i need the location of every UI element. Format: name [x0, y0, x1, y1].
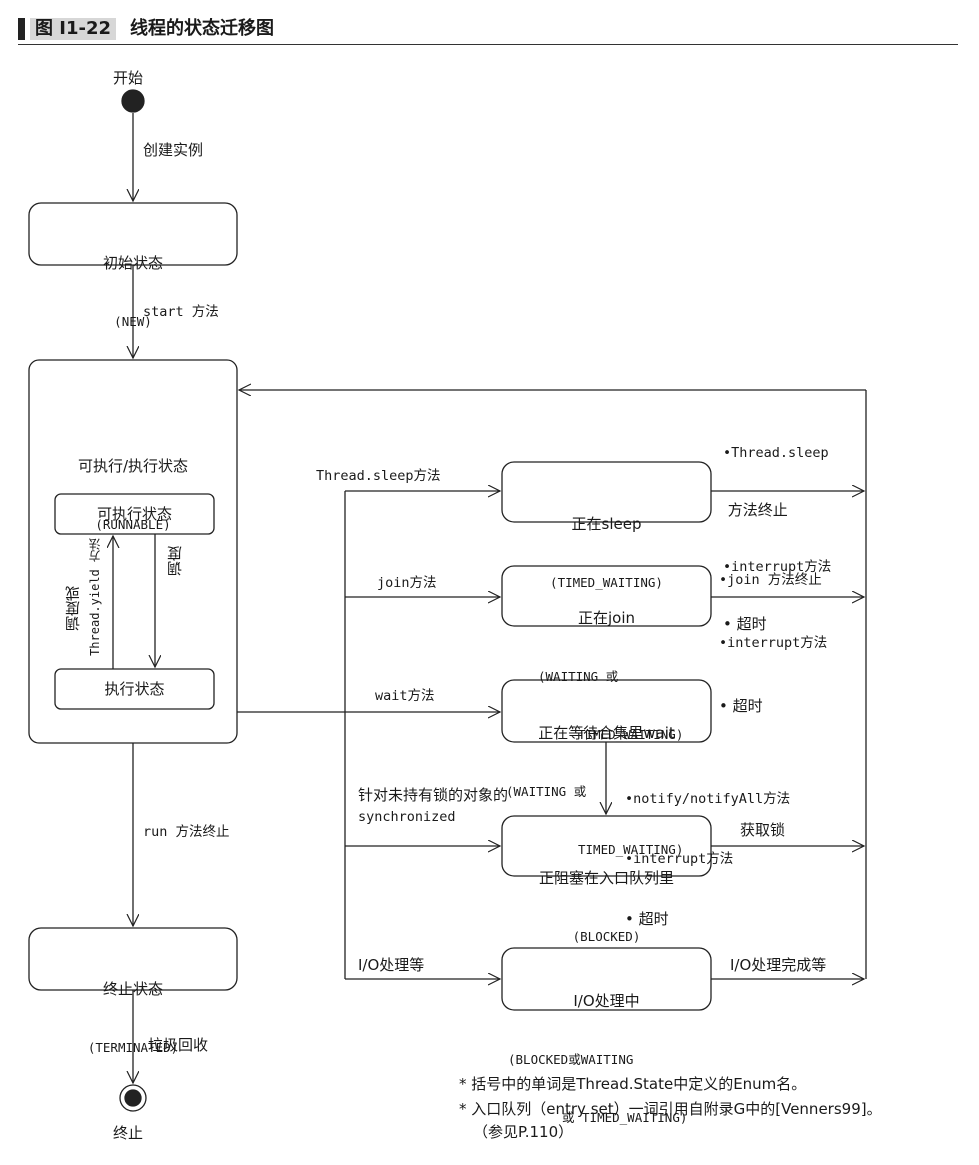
state-sleeping-box — [501, 461, 712, 523]
state-running-box — [54, 668, 215, 710]
state-io-sub2: 或 TIMED_WAITING) — [562, 1110, 688, 1125]
figure-title: 线程的状态迁移图 — [130, 18, 274, 39]
footnote-entry-set: * 入口队列（entry set）一词引用自附录G中的[Venners99]。 — [459, 1100, 882, 1118]
state-new: 初始状态 (NEW) — [29, 213, 237, 351]
state-runnable: 可执行/执行状态 (RUNNABLE) — [29, 416, 237, 554]
label-yield-2: Thread.yield 方法 — [88, 538, 102, 656]
state-joining: 正在join (WAITING 或 TIMED_WAITING) — [502, 568, 711, 764]
state-blocked: 正阻塞在入口队列里 (BLOCKED) — [502, 828, 711, 966]
state-blocked-sub: (BLOCKED) — [572, 929, 641, 944]
label-sync-call-1: 针对未持有锁的对象的 — [358, 786, 509, 804]
sleep-exit-line: • 超时 — [723, 615, 767, 633]
label-start: start 方法 — [143, 304, 219, 320]
wait-exit-line: • 超时 — [625, 910, 669, 928]
state-ready-title: 可执行状态 — [96, 505, 172, 523]
footnote-reference: （参见P.110） — [473, 1123, 574, 1141]
label-join-exit: •join 方法终止 •interrupt方法 • 超时 — [719, 528, 827, 738]
header-bar — [18, 18, 25, 40]
label-run-end: run 方法终止 — [143, 824, 230, 840]
state-terminated-sub: (TERMINATED) — [87, 1040, 179, 1055]
state-waiting-sub1: (WAITING 或 — [506, 784, 587, 799]
label-gc: 垃圾回收 — [148, 1036, 209, 1054]
end-node-dot — [124, 1089, 142, 1107]
sleep-exit-line: •Thread.sleep — [723, 445, 829, 461]
join-exit-line: •join 方法终止 — [719, 572, 822, 588]
end-label: 终止 — [113, 1124, 144, 1142]
state-sleeping-sub: (TIMED_WAITING) — [550, 575, 663, 590]
join-exit-line: •interrupt方法 — [719, 635, 828, 651]
figure-number: 图 I1-22 — [30, 18, 117, 40]
state-blocked-title: 正阻塞在入口队列里 — [538, 869, 674, 887]
join-exit-line: • 超时 — [719, 697, 763, 715]
start-node — [121, 89, 145, 113]
label-io-call: I/O处理等 — [358, 956, 425, 974]
state-joining-box — [501, 565, 712, 627]
state-new-sub: (NEW) — [114, 314, 152, 329]
label-create: 创建实例 — [143, 141, 204, 159]
sleep-exit-line: 方法终止 — [723, 501, 788, 519]
state-joining-sub1: (WAITING 或 — [538, 669, 619, 684]
start-label: 开始 — [113, 69, 144, 87]
label-wait-exit: •notify/notifyAll方法 •interrupt方法 • 超时 — [625, 749, 790, 949]
state-joining-sub2: TIMED_WAITING) — [578, 727, 684, 742]
state-waiting-sub2: TIMED_WAITING) — [578, 842, 684, 857]
end-node-ring — [119, 1084, 147, 1112]
label-sleep-call: Thread.sleep方法 — [316, 468, 441, 484]
state-io-title: I/O处理中 — [573, 992, 640, 1010]
label-sync-call-2: synchronized — [358, 809, 456, 825]
state-terminated-title: 终止状态 — [102, 980, 163, 998]
wait-exit-line: •interrupt方法 — [625, 851, 734, 867]
label-yield-1: 调度或 — [64, 586, 82, 631]
sleep-exit-line: •interrupt方法 — [723, 559, 832, 575]
state-new-title: 初始状态 — [102, 254, 163, 272]
state-terminated: 终止状态 (TERMINATED) — [29, 939, 237, 1077]
state-io: I/O处理中 (BLOCKED或WAITING 或 TIMED_WAITING) — [502, 951, 711, 1147]
state-joining-title: 正在join — [577, 609, 636, 627]
state-sleeping: 正在sleep (TIMED_WAITING) — [502, 474, 711, 612]
label-sleep-exit: •Thread.sleep 方法终止 •interrupt方法 • 超时 — [723, 406, 831, 653]
label-dispatch: 调度 — [166, 546, 184, 576]
label-join-call: join方法 — [377, 575, 437, 591]
state-sleeping-title: 正在sleep — [571, 515, 642, 533]
state-running-title: 执行状态 — [104, 680, 165, 698]
state-waiting: 正在等待合集里wait (WAITING 或 TIMED_WAITING) — [502, 683, 711, 879]
footnote-enum: * 括号中的单词是Thread.State中定义的Enum名。 — [459, 1075, 807, 1093]
state-io-sub1: (BLOCKED或WAITING — [508, 1052, 634, 1067]
state-waiting-title: 正在等待合集里wait — [538, 724, 675, 742]
label-wait-call: wait方法 — [375, 688, 435, 704]
wait-exit-line: •notify/notifyAll方法 — [625, 791, 791, 807]
label-io-done: I/O处理完成等 — [730, 956, 827, 974]
state-runnable-title: 可执行/执行状态 — [77, 457, 189, 475]
state-runnable-sub: (RUNNABLE) — [95, 517, 171, 532]
label-lock-acquired: 获取锁 — [740, 821, 786, 839]
state-ready-box — [54, 493, 215, 535]
figure-header: 图 I1-22 线程的状态迁移图 — [18, 14, 958, 45]
